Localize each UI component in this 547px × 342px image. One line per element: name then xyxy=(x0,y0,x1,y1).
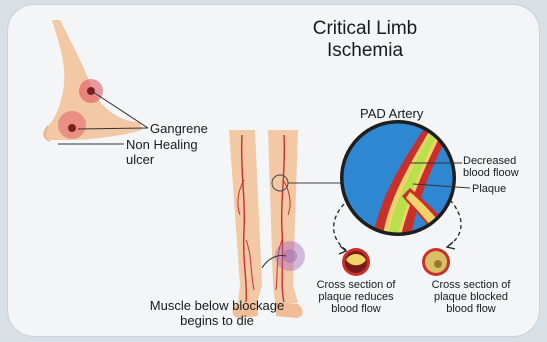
diagram-title: Critical Limb Ischemia xyxy=(290,18,440,62)
arrow-to-cross-section-1 xyxy=(334,204,346,250)
cs1-line-1: Cross section of xyxy=(306,279,406,291)
ulcer-line-1: Non Healing xyxy=(126,137,198,152)
muscle-label: Muscle below blockage begins to die xyxy=(132,298,302,328)
plaque-label: Plaque xyxy=(472,183,506,195)
title-line-2: Ischemia xyxy=(290,40,440,62)
non-healing-ulcer-label: Non Healing ulcer xyxy=(126,137,198,167)
gangrene-core-lower xyxy=(68,124,76,132)
decreased-flow-line-1: Decreased xyxy=(463,155,519,167)
cs1-line-3: blood flow xyxy=(306,303,406,315)
cross-section-1-label: Cross section of plaque reduces blood fl… xyxy=(306,279,406,315)
cross-section-2-illustration xyxy=(422,248,450,276)
arrow-to-cross-section-2 xyxy=(448,200,461,246)
gangrene-core-upper xyxy=(87,87,95,95)
arrowhead-1 xyxy=(339,246,346,254)
cross-section-2-label: Cross section of plaque blocked blood fl… xyxy=(418,279,524,315)
muscle-line-2: begins to die xyxy=(132,313,302,328)
cross-section-1-illustration xyxy=(342,248,370,276)
gangrene-label: Gangrene xyxy=(150,121,208,136)
title-line-1: Critical Limb xyxy=(290,18,440,40)
decreased-flow-line-2: blood floow xyxy=(463,167,519,179)
arrowhead-2 xyxy=(447,242,455,249)
muscle-line-1: Muscle below blockage xyxy=(132,298,302,313)
ulcer-line-2: ulcer xyxy=(126,152,198,167)
pad-artery-label: PAD Artery xyxy=(360,106,423,121)
legs-illustration xyxy=(229,130,303,318)
decreased-flow-label: Decreased blood floow xyxy=(463,155,519,179)
cs2-line-1: Cross section of xyxy=(418,279,524,291)
cs2-line-3: blood flow xyxy=(418,303,524,315)
cs2-line-2: plaque blocked xyxy=(418,291,524,303)
cs1-line-2: plaque reduces xyxy=(306,291,406,303)
